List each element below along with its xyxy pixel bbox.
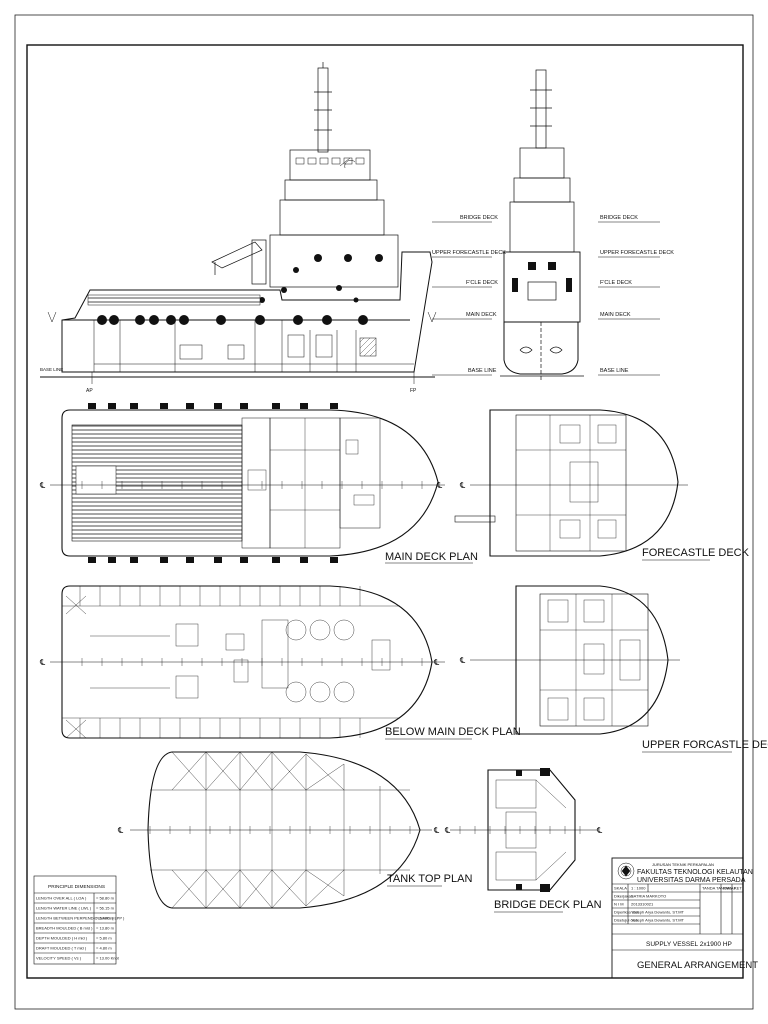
deck-label-base-left: BASE LINE xyxy=(468,368,497,374)
deck-levels-right xyxy=(598,221,660,376)
pd-row-value: = 58.80 m xyxy=(96,896,115,901)
base-line-mark: BASE LINE xyxy=(40,367,63,372)
deck-label-fcle-right: F'CLE DECK xyxy=(600,280,632,286)
fp-mark: FP xyxy=(410,388,417,394)
deck-label-main-right: MAIN DECK xyxy=(600,312,631,318)
tank-top-plan-title: TANK TOP PLAN xyxy=(387,873,472,885)
principle-dimensions-title: PRINCIPLE DIMENSIONS xyxy=(48,884,105,890)
tb-row-label: Disetujui oleh xyxy=(614,918,638,923)
pd-row-value: = 5.80 m xyxy=(96,936,112,941)
centerline-below-r: ℄ xyxy=(433,658,440,667)
below-main-deck-plan-title: BELOW MAIN DECK PLAN xyxy=(385,726,521,738)
pd-row-label: DRAFT MOULDED ( T mld ) xyxy=(36,946,87,951)
tb-row-value: 1 : 1000 xyxy=(631,886,646,891)
title-block xyxy=(611,857,744,979)
pd-row-value: = 54.00 m xyxy=(96,916,115,921)
tb-row-label: SKALA xyxy=(614,886,627,891)
tb-row-label: Dikerjakan xyxy=(614,894,633,899)
pd-row-value: = 4.80 m xyxy=(96,946,112,951)
principle-dimensions-table xyxy=(33,875,117,965)
tb-row-value: Yoseph Arya Dewanto, ST.MT xyxy=(631,910,685,915)
main-deck-plan xyxy=(50,403,445,563)
deck-label-base-right: BASE LINE xyxy=(600,368,629,374)
university-name: UNIVERSITAS DARMA PERSADA xyxy=(637,877,746,884)
deck-label-main-left: MAIN DECK xyxy=(466,312,497,318)
front-view xyxy=(500,69,584,380)
tb-row-value: Yoseph Arya Dewanto, ST.MT xyxy=(631,918,685,923)
upper-forcastle-deck-title: UPPER FORCASTLE DECK xyxy=(642,739,768,751)
centerline-below-l: ℄ xyxy=(39,658,46,667)
forecastle-deck-plan xyxy=(454,409,688,557)
header-cell: TANDA TANGAN xyxy=(702,886,733,891)
centerline-main-l: ℄ xyxy=(39,481,46,490)
bridge-deck-plan-title: BRIDGE DECK PLAN xyxy=(494,899,602,911)
vessel-name: SUPPLY VESSEL 2x1900 HP xyxy=(646,941,732,948)
below-main-deck-plan xyxy=(50,585,445,739)
forecastle-deck-title: FORECASTLE DECK xyxy=(642,547,750,559)
faculty-name: FAKULTAS TEKNOLOGI KELAUTAN xyxy=(637,869,753,876)
deck-label-upper-fcle-right: UPPER FORECASTLE DECK xyxy=(600,250,674,256)
pd-row-label: BREADTH MOULDED ( B mld ) xyxy=(36,926,93,931)
centerline-fcle-l: ℄ xyxy=(459,481,466,490)
drawing-title: GENERAL ARRANGEMENT xyxy=(637,960,758,971)
outer-frame xyxy=(14,14,754,1010)
pd-row-label: LENGTH OVER ALL ( LOA ) xyxy=(36,896,87,901)
university-emblem-icon xyxy=(617,862,635,880)
pd-row-value: = 13.00 Knot xyxy=(96,956,120,961)
tb-row-label: N I M xyxy=(614,902,624,907)
centerline-main-r: ℄ xyxy=(436,481,443,490)
deck-label-bridge-right: BRIDGE DECK xyxy=(600,215,638,221)
centerline-tank-l: ℄ xyxy=(117,826,124,835)
tb-row-label: Diperiksa oleh xyxy=(614,910,639,915)
centerline-bridge-r: ℄ xyxy=(596,826,603,835)
drawing-border xyxy=(26,44,744,979)
header-cell: KET xyxy=(734,886,742,891)
deck-label-fcle-left: F'CLE DECK xyxy=(466,280,498,286)
main-deck-plan-title: MAIN DECK PLAN xyxy=(385,551,478,563)
pd-row-label: DEPTH MOULDED ( H mld ) xyxy=(36,936,88,941)
dept-name: JURUSAN TEKNIK PERKAPALAN xyxy=(652,862,714,867)
upper-forcastle-deck-plan xyxy=(470,585,680,735)
tb-row-value: SATRIA MARKOTO xyxy=(631,894,666,899)
pd-row-value: = 13.80 m xyxy=(96,926,115,931)
centerline-upper-l: ℄ xyxy=(459,656,466,665)
deck-levels-left xyxy=(432,221,492,376)
tb-row-value: 2013310021 xyxy=(631,902,654,907)
tank-top-plan xyxy=(130,751,432,909)
pd-row-label: LENGTH WATER LINE ( LWL ) xyxy=(36,906,92,911)
centerline-tank-r: ℄ xyxy=(433,826,440,835)
deck-label-bridge-left: BRIDGE DECK xyxy=(460,215,498,221)
deck-label-upper-fcle-left: UPPER FORECASTLE DECK xyxy=(432,250,506,256)
pd-row-value: = 56.15 m xyxy=(96,906,115,911)
bridge-deck-plan xyxy=(450,768,598,892)
side-profile xyxy=(40,62,437,384)
pd-row-label: VELOCITY SPEED ( Vs ) xyxy=(36,956,82,961)
pd-row-label: LENGTH BETWEEN PERPENDICULARS ( LPP ) xyxy=(36,916,125,921)
centerline-bridge-l: ℄ xyxy=(444,826,451,835)
header-cell: PARAF xyxy=(723,886,737,891)
ap-mark: AP xyxy=(86,388,93,394)
